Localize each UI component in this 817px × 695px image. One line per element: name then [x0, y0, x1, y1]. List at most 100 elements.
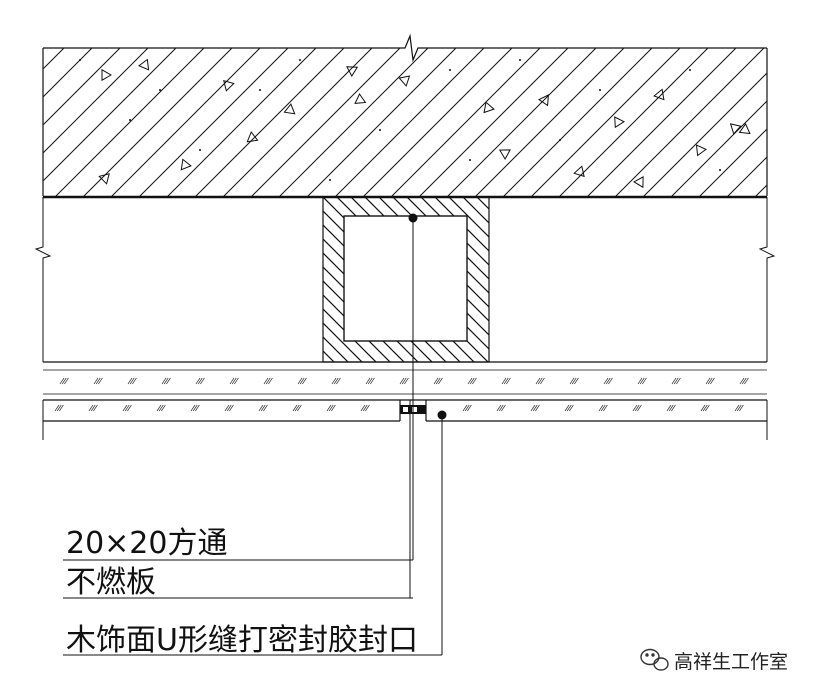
hatch-tick: [671, 404, 676, 412]
hatch-tick: [234, 377, 239, 385]
hatch-tick: [331, 404, 336, 412]
watermark-text: 高祥生工作室: [674, 651, 788, 673]
hatch-tick: [702, 404, 708, 412]
aggregate-mark: [498, 149, 511, 161]
hatch-tick: [229, 404, 234, 412]
hatch-tick: [435, 377, 441, 385]
hatch-tick: [263, 377, 269, 385]
hatch-tick: [365, 377, 371, 385]
hatch-tick: [605, 377, 611, 385]
hatch-tick: [603, 404, 608, 412]
hatch-tick: [197, 377, 203, 385]
hatch-tick: [90, 404, 96, 412]
hatch-tick: [299, 377, 305, 385]
hatch-tick: [195, 404, 200, 412]
hatch-tick: [61, 377, 67, 385]
hatch-tick: [744, 377, 749, 385]
hatch-tick: [705, 377, 711, 385]
hatch-tick: [297, 377, 303, 385]
hatch-tick: [190, 404, 196, 412]
hatch-tick: [710, 377, 715, 385]
hatch-tick: [93, 377, 99, 385]
hatch-tick: [331, 377, 337, 385]
hatch-tick: [156, 404, 162, 412]
hatch-tick: [598, 404, 604, 412]
aggregate-dot: [689, 69, 691, 71]
hatch-tick: [671, 377, 677, 385]
hatch-tick: [574, 377, 579, 385]
hatch-tick: [195, 377, 201, 385]
hatch-tick: [192, 404, 198, 412]
aggregate-mark: [695, 144, 707, 157]
hatch-tick: [360, 404, 366, 412]
aggregate-mark: [632, 176, 644, 189]
aggregate-dot: [199, 149, 201, 151]
aggregate-dot: [259, 89, 261, 91]
hatch-tick: [472, 377, 477, 385]
hatch-tick: [707, 377, 713, 385]
hatch-tick: [734, 404, 740, 412]
hatch-tick: [127, 404, 132, 412]
concrete-slab: [42, 33, 768, 199]
hatch-tick: [739, 377, 745, 385]
hatch-tick: [294, 404, 300, 412]
aggregate-mark: [354, 93, 367, 104]
hatch-tick: [501, 377, 507, 385]
hatch-tick: [328, 404, 334, 412]
aggregate-mark: [653, 88, 665, 101]
hatch-tick: [673, 377, 679, 385]
hatch-tick: [569, 377, 575, 385]
hatch-tick: [163, 377, 169, 385]
label-board: 不燃板: [66, 565, 156, 600]
hatch-tick: [258, 404, 264, 412]
hatch-tick: [161, 377, 167, 385]
hatch-tick: [292, 404, 298, 412]
hatch-tick: [333, 377, 339, 385]
hatch-tick: [637, 377, 643, 385]
aggregate-mark: [223, 79, 235, 92]
hatch-tick: [676, 377, 681, 385]
aggregate-dot: [449, 69, 451, 71]
aggregate-dot: [719, 169, 721, 171]
hatch-tick: [467, 377, 473, 385]
hatch-tick: [365, 404, 370, 412]
hatch-tick: [700, 404, 706, 412]
hatch-tick: [535, 404, 540, 412]
aggregate-mark: [729, 123, 742, 135]
aggregate-mark: [138, 58, 150, 71]
hatch-tick: [739, 404, 744, 412]
label-seal: 木饰面U形缝打密封胶封口: [66, 623, 418, 658]
hatch-tick: [637, 404, 642, 412]
hatch-tick: [501, 404, 506, 412]
hatch-tick: [741, 377, 747, 385]
aggregate-mark: [398, 75, 411, 87]
aggregate-mark: [101, 68, 112, 82]
hatch-tick: [127, 377, 133, 385]
hatch-tick: [639, 377, 645, 385]
hatch-tick: [462, 404, 468, 412]
hatch-tick: [569, 404, 574, 412]
aggregate-mark: [180, 158, 192, 171]
aggregate-dot: [469, 159, 471, 161]
aggregate-dot: [599, 89, 601, 91]
hatch-tick: [642, 377, 647, 385]
hatch-tick: [367, 377, 373, 385]
aggregate-mark: [98, 173, 110, 185]
fireproof-board: [43, 361, 767, 401]
veneer-hatch-marks: [54, 404, 744, 412]
hatch-tick: [506, 377, 511, 385]
hatch-tick: [54, 404, 60, 412]
hatch-tick: [297, 404, 302, 412]
hatch-tick: [229, 377, 235, 385]
board-hatch-marks: [59, 377, 749, 385]
aggregate-mark: [573, 165, 585, 178]
hatch-tick: [537, 377, 543, 385]
hatch-tick: [326, 404, 332, 412]
hatch-tick: [535, 377, 541, 385]
hatch-tick: [603, 377, 609, 385]
hatch-tick: [666, 404, 672, 412]
aggregate-dot: [519, 59, 521, 61]
watermark: 高祥生工作室: [640, 648, 788, 673]
hatch-tick: [530, 404, 536, 412]
hatch-tick: [634, 404, 640, 412]
